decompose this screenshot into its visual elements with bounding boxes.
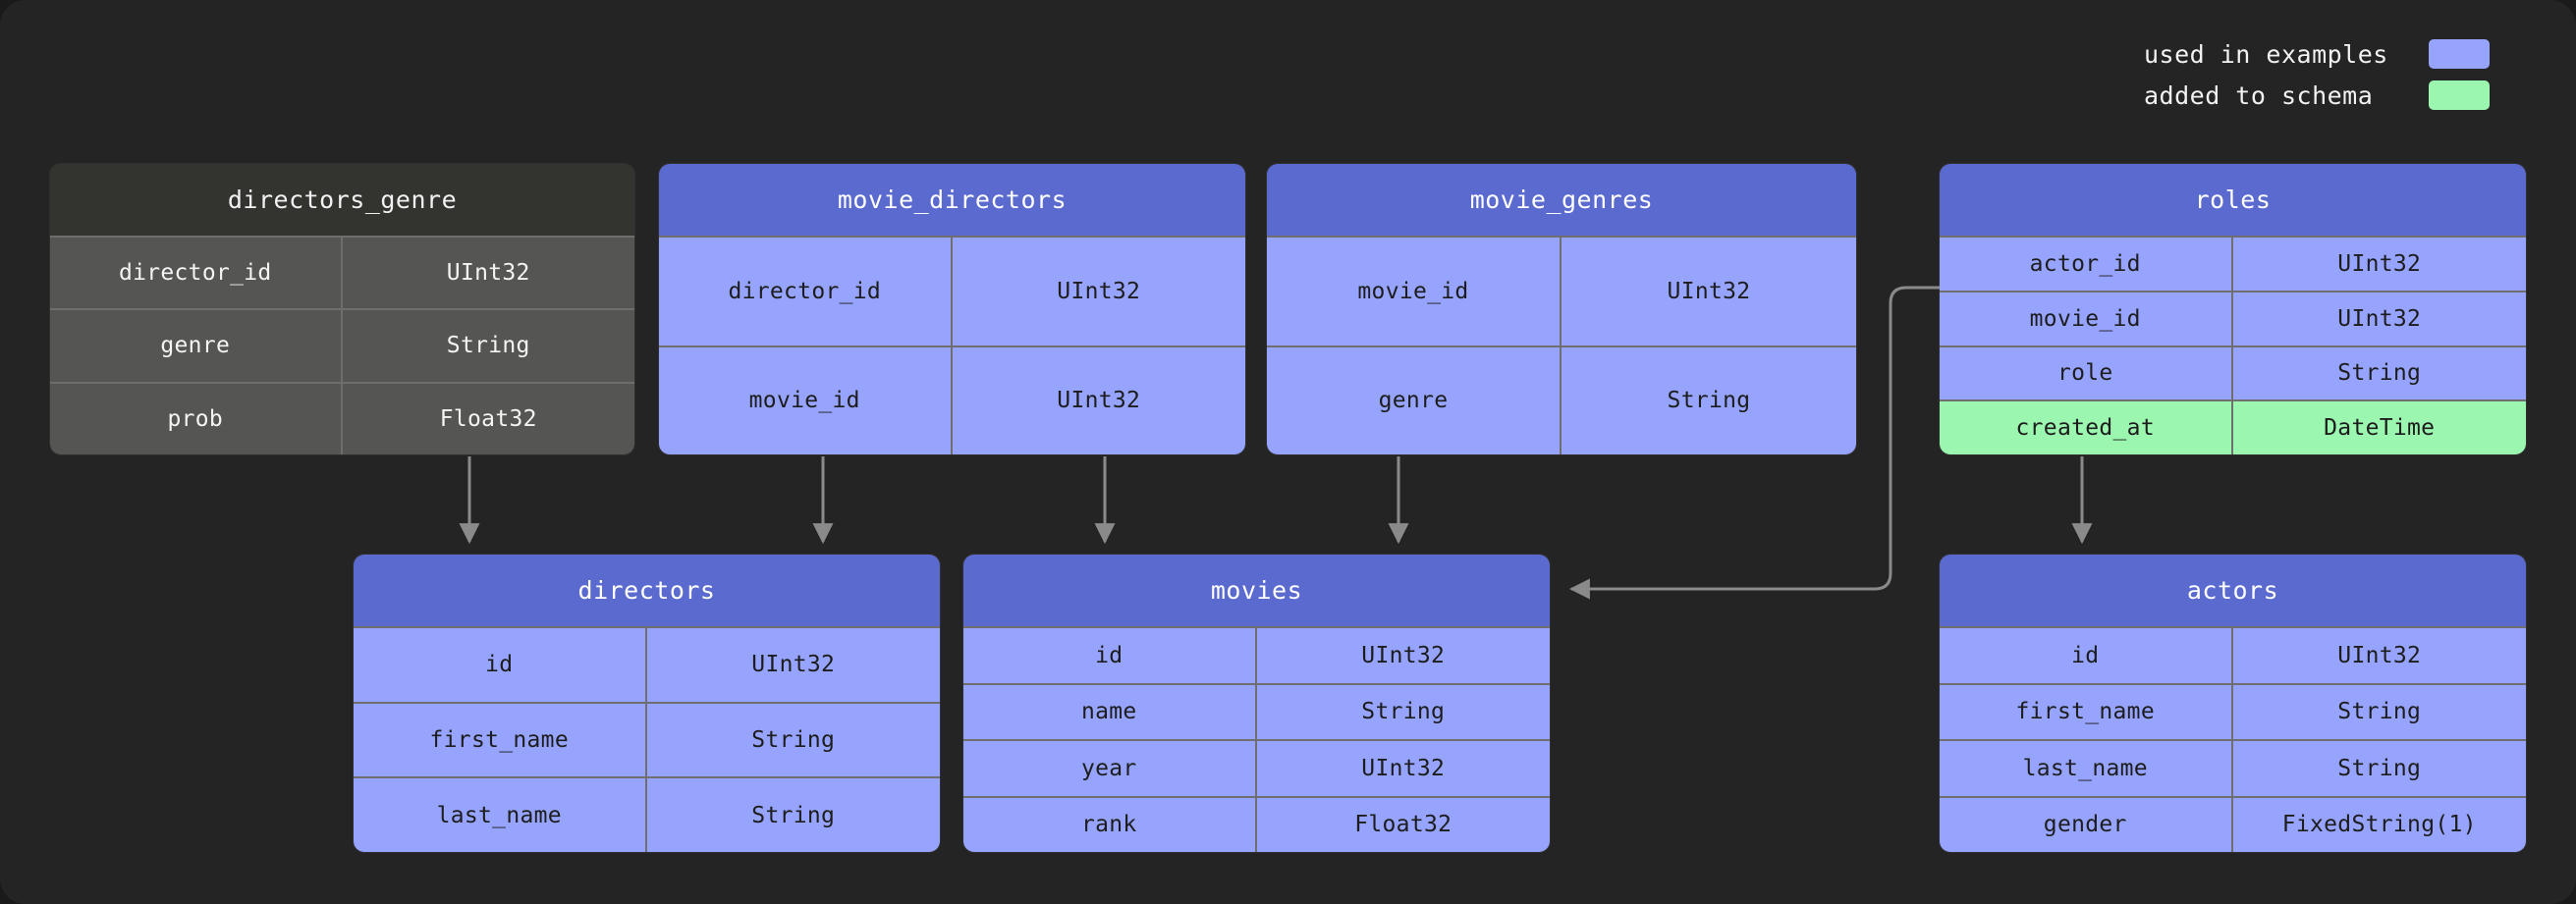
table-row[interactable]: genre String xyxy=(1267,345,1856,454)
clipped-text-fragment xyxy=(393,895,904,904)
table-title-directors-genre: directors_genre xyxy=(50,164,634,236)
column-type: UInt32 xyxy=(446,260,530,287)
column-type: String xyxy=(751,802,836,828)
column-name: first_name xyxy=(354,703,647,777)
column-type: String xyxy=(1667,388,1751,414)
column-name: movie_id xyxy=(659,346,953,454)
column-type: String xyxy=(2337,360,2422,387)
table-row[interactable]: id UInt32 xyxy=(963,626,1550,683)
table-row[interactable]: first_name String xyxy=(354,701,940,777)
table-row[interactable]: role String xyxy=(1940,345,2526,400)
legend-item-used-in-examples: used in examples xyxy=(2144,39,2490,69)
column-type: UInt32 xyxy=(2337,642,2422,668)
legend-label-used-in-examples: used in examples xyxy=(2144,39,2388,69)
column-name: gender xyxy=(1940,797,2233,852)
table-body-directors-genre: director_id UInt32 genre String prob Flo… xyxy=(50,236,634,454)
table-row[interactable]: last_name String xyxy=(1940,739,2526,796)
column-type: String xyxy=(1361,699,1446,725)
table-movies[interactable]: movies id UInt32 name String year UInt32… xyxy=(963,555,1550,852)
column-name: created_at xyxy=(1940,401,2233,454)
column-type: Float32 xyxy=(1354,812,1452,838)
column-name: last_name xyxy=(354,778,647,852)
column-type: String xyxy=(2337,755,2422,781)
column-name: role xyxy=(1940,346,2233,400)
table-directors[interactable]: directors id UInt32 first_name String la… xyxy=(354,555,940,852)
legend-label-added-to-schema: added to schema xyxy=(2144,80,2374,110)
table-body-movie-directors: director_id UInt32 movie_id UInt32 xyxy=(659,236,1245,454)
table-body-directors: id UInt32 first_name String last_name St… xyxy=(354,626,940,852)
table-row[interactable]: movie_id UInt32 xyxy=(1940,290,2526,346)
column-type: String xyxy=(751,727,836,753)
table-directors-genre[interactable]: directors_genre director_id UInt32 genre… xyxy=(50,164,634,454)
column-name: genre xyxy=(1267,346,1562,454)
column-type: UInt32 xyxy=(2337,250,2422,277)
column-type: FixedString(1) xyxy=(2281,812,2477,838)
table-title-movies: movies xyxy=(963,555,1550,626)
table-body-roles: actor_id UInt32 movie_id UInt32 role Str… xyxy=(1940,236,2526,454)
color-swatch-blue-icon xyxy=(2429,39,2490,69)
table-row[interactable]: director_id UInt32 xyxy=(659,236,1245,346)
column-type: UInt32 xyxy=(1667,278,1751,304)
legend: used in examples added to schema xyxy=(2144,39,2490,110)
column-type: UInt32 xyxy=(1057,278,1141,304)
table-row[interactable]: last_name String xyxy=(354,776,940,852)
column-type: UInt32 xyxy=(1057,388,1141,414)
table-row[interactable]: id UInt32 xyxy=(1940,626,2526,683)
column-name: director_id xyxy=(50,238,343,309)
table-row[interactable]: first_name String xyxy=(1940,682,2526,739)
table-title-movie-directors: movie_directors xyxy=(659,164,1245,236)
table-row[interactable]: year UInt32 xyxy=(963,739,1550,796)
column-name: id xyxy=(963,628,1257,683)
column-name: director_id xyxy=(659,238,953,346)
table-movie-genres[interactable]: movie_genres movie_id UInt32 genre Strin… xyxy=(1267,164,1856,454)
column-name: name xyxy=(963,684,1257,739)
table-body-actors: id UInt32 first_name String last_name St… xyxy=(1940,626,2526,852)
table-title-movie-genres: movie_genres xyxy=(1267,164,1856,236)
column-name: prob xyxy=(50,383,343,454)
column-name: first_name xyxy=(1940,684,2233,739)
table-row[interactable]: name String xyxy=(963,682,1550,739)
table-row[interactable]: movie_id UInt32 xyxy=(659,345,1245,454)
color-swatch-green-icon xyxy=(2429,80,2490,110)
column-type: String xyxy=(446,333,530,359)
column-name: id xyxy=(1940,628,2233,683)
table-row[interactable]: director_id UInt32 xyxy=(50,236,634,309)
table-title-directors: directors xyxy=(354,555,940,626)
column-name: last_name xyxy=(1940,741,2233,796)
column-name: year xyxy=(963,741,1257,796)
table-roles[interactable]: roles actor_id UInt32 movie_id UInt32 ro… xyxy=(1940,164,2526,454)
table-row[interactable]: genre String xyxy=(50,308,634,382)
table-row[interactable]: movie_id UInt32 xyxy=(1267,236,1856,346)
clipped-text-fragment xyxy=(992,895,1542,904)
column-type: DateTime xyxy=(2324,415,2436,442)
table-actors[interactable]: actors id UInt32 first_name String last_… xyxy=(1940,555,2526,852)
column-type: UInt32 xyxy=(2337,305,2422,332)
column-type: UInt32 xyxy=(1361,755,1446,781)
column-name: genre xyxy=(50,310,343,382)
column-name: actor_id xyxy=(1940,238,2233,291)
column-name: movie_id xyxy=(1267,238,1562,346)
column-name: rank xyxy=(963,797,1257,852)
column-type: UInt32 xyxy=(751,652,836,678)
column-name: id xyxy=(354,628,647,702)
table-body-movies: id UInt32 name String year UInt32 rank F… xyxy=(963,626,1550,852)
table-row[interactable]: prob Float32 xyxy=(50,381,634,454)
table-body-movie-genres: movie_id UInt32 genre String xyxy=(1267,236,1856,454)
column-type: UInt32 xyxy=(1361,642,1446,668)
table-row-added[interactable]: created_at DateTime xyxy=(1940,399,2526,454)
table-row[interactable]: actor_id UInt32 xyxy=(1940,236,2526,291)
table-row[interactable]: rank Float32 xyxy=(963,795,1550,852)
table-title-actors: actors xyxy=(1940,555,2526,626)
table-movie-directors[interactable]: movie_directors director_id UInt32 movie… xyxy=(659,164,1245,454)
table-row[interactable]: gender FixedString(1) xyxy=(1940,795,2526,852)
column-type: String xyxy=(2337,699,2422,725)
legend-item-added-to-schema: added to schema xyxy=(2144,80,2490,110)
table-title-roles: roles xyxy=(1940,164,2526,236)
column-name: movie_id xyxy=(1940,292,2233,346)
table-row[interactable]: id UInt32 xyxy=(354,626,940,702)
clipped-page-edge xyxy=(0,894,2576,904)
column-type: Float32 xyxy=(439,405,537,432)
